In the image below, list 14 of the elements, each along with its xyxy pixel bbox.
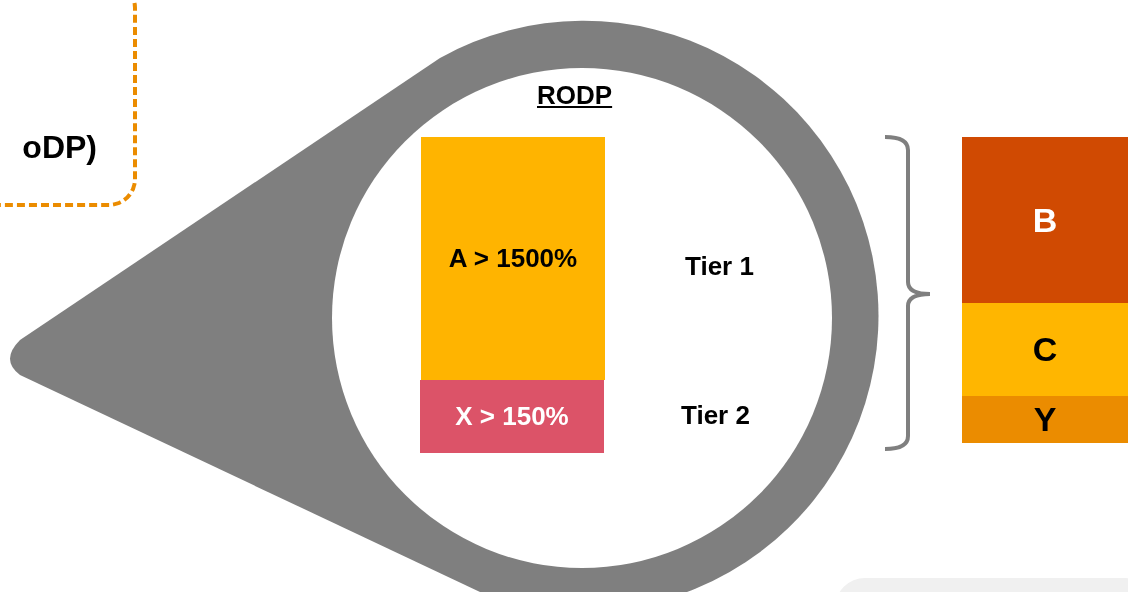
tier-bar [421,137,605,380]
bar-label: X > 150% [455,400,569,433]
bar-label: Y [1033,399,1057,440]
stack-bar [962,396,1128,443]
tier-label: Tier 2 [681,399,750,432]
bar-label: C [1032,329,1058,370]
tier-bar [420,380,604,453]
stack-bar [962,303,1128,396]
bar-label: B [1032,199,1058,241]
heading: RODP [537,79,613,112]
tier-label: Tier 1 [685,250,754,283]
stack-bar [962,137,1128,303]
bar-label: A > 1500% [448,242,578,275]
bar-label: oDP) [22,128,97,167]
